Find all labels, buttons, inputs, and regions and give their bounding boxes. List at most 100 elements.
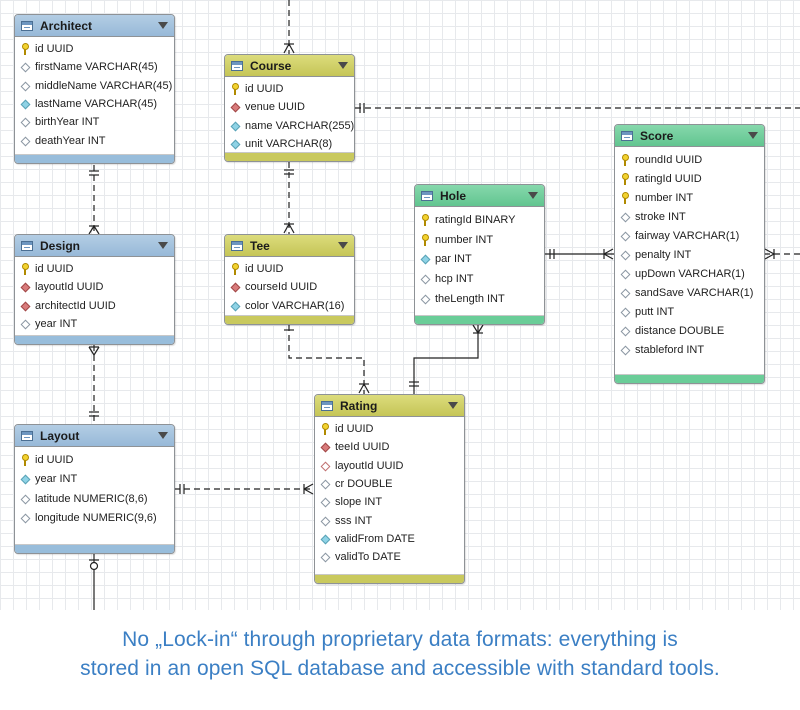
column-row[interactable]: firstName VARCHAR(45)	[15, 58, 174, 76]
column-row[interactable]: slope INT	[315, 493, 464, 511]
column-row[interactable]: unit VARCHAR(8)	[225, 135, 354, 153]
column-row[interactable]: roundId UUID	[615, 150, 764, 169]
column-row[interactable]: deathYear INT	[15, 131, 174, 149]
column-row[interactable]: id UUID	[225, 260, 354, 278]
table-header[interactable]: Layout	[15, 425, 174, 447]
nullable-column-icon	[419, 293, 432, 305]
table-design[interactable]: Design id UUID layoutId UUID architectId…	[14, 234, 175, 345]
table-footer	[15, 154, 174, 163]
column-row[interactable]: venue UUID	[225, 98, 354, 116]
column-row[interactable]: courseId UUID	[225, 278, 354, 296]
nullable-column-icon	[19, 493, 32, 505]
table-icon	[21, 240, 33, 251]
column-row[interactable]: latitude NUMERIC(8,6)	[15, 489, 174, 509]
nullable-column-icon	[319, 478, 332, 490]
column-row[interactable]: validFrom DATE	[315, 530, 464, 548]
column-row[interactable]: sss INT	[315, 511, 464, 529]
column-row[interactable]: lastName VARCHAR(45)	[15, 95, 174, 113]
column-row[interactable]: fairway VARCHAR(1)	[615, 226, 764, 245]
column-row[interactable]: year INT	[15, 315, 174, 333]
table-rating[interactable]: Rating id UUID teeId UUID layoutId UUID …	[314, 394, 465, 584]
column-row[interactable]: year INT	[15, 470, 174, 490]
table-tee[interactable]: Tee id UUID courseId UUID color VARCHAR(…	[224, 234, 355, 325]
column-row[interactable]: hcp INT	[415, 269, 544, 289]
column-row[interactable]: upDown VARCHAR(1)	[615, 265, 764, 284]
table-header[interactable]: Course	[225, 55, 354, 77]
table-layout[interactable]: Layout id UUID year INT latitude NUMERIC…	[14, 424, 175, 554]
column-row[interactable]: layoutId UUID	[315, 457, 464, 475]
column-row[interactable]: id UUID	[15, 40, 174, 58]
table-name: Tee	[250, 238, 270, 253]
column-row[interactable]: id UUID	[225, 80, 354, 98]
collapse-arrow-icon[interactable]	[448, 402, 458, 409]
column-icon	[319, 533, 332, 545]
collapse-arrow-icon[interactable]	[338, 62, 348, 69]
column-row[interactable]: layoutId UUID	[15, 278, 174, 296]
table-header[interactable]: Tee	[225, 235, 354, 257]
collapse-arrow-icon[interactable]	[158, 22, 168, 29]
table-icon	[231, 240, 243, 251]
column-icon	[419, 253, 432, 265]
table-footer	[15, 544, 174, 553]
nullable-column-icon	[19, 135, 32, 147]
column-row[interactable]: putt INT	[615, 303, 764, 322]
nullable-column-icon	[619, 211, 632, 223]
table-course[interactable]: Course id UUID venue UUID name VARCHAR(2…	[224, 54, 355, 162]
relationship-design-layout	[88, 345, 100, 424]
column-row[interactable]: theLength INT	[415, 289, 544, 309]
key-icon	[619, 191, 632, 204]
nullable-column-icon	[19, 512, 32, 524]
column-row[interactable]: par INT	[415, 250, 544, 270]
table-header[interactable]: Score	[615, 125, 764, 147]
column-row[interactable]: cr DOUBLE	[315, 475, 464, 493]
table-header[interactable]: Rating	[315, 395, 464, 417]
column-row[interactable]: ratingId UUID	[615, 169, 764, 188]
column-row[interactable]: id UUID	[15, 260, 174, 278]
column-row[interactable]: color VARCHAR(16)	[225, 297, 354, 315]
column-icon	[229, 300, 242, 312]
column-label: stroke INT	[635, 210, 686, 223]
column-row[interactable]: longitude NUMERIC(9,6)	[15, 509, 174, 529]
table-header[interactable]: Hole	[415, 185, 544, 207]
column-row[interactable]: penalty INT	[615, 245, 764, 264]
column-row[interactable]: ratingId BINARY	[415, 210, 544, 230]
relationship-course-tee	[283, 162, 295, 234]
column-row[interactable]: birthYear INT	[15, 113, 174, 131]
nullable-column-icon	[319, 496, 332, 508]
collapse-arrow-icon[interactable]	[338, 242, 348, 249]
caption-line-1: No „Lock-in“ through proprietary data fo…	[122, 628, 678, 651]
column-label: birthYear INT	[35, 116, 100, 129]
table-header[interactable]: Design	[15, 235, 174, 257]
collapse-arrow-icon[interactable]	[158, 432, 168, 439]
column-row[interactable]: stableford INT	[615, 341, 764, 360]
collapse-arrow-icon[interactable]	[748, 132, 758, 139]
column-row[interactable]: teeId UUID	[315, 438, 464, 456]
column-label: id UUID	[245, 263, 284, 276]
column-row[interactable]: architectId UUID	[15, 297, 174, 315]
column-label: upDown VARCHAR(1)	[635, 268, 745, 281]
collapse-arrow-icon[interactable]	[158, 242, 168, 249]
column-row[interactable]: middleName VARCHAR(45)	[15, 77, 174, 95]
column-label: putt INT	[635, 306, 675, 319]
table-score[interactable]: Score roundId UUID ratingId UUID number …	[614, 124, 765, 384]
table-architect[interactable]: Architect id UUID firstName VARCHAR(45) …	[14, 14, 175, 164]
column-label: stableford INT	[635, 344, 705, 357]
table-header[interactable]: Architect	[15, 15, 174, 37]
nullable-column-icon	[619, 249, 632, 261]
column-row[interactable]: validTo DATE	[315, 548, 464, 566]
column-row[interactable]: stroke INT	[615, 207, 764, 226]
column-row[interactable]: sandSave VARCHAR(1)	[615, 284, 764, 303]
column-icon	[19, 98, 32, 110]
column-label: name VARCHAR(255)	[245, 119, 355, 132]
column-row[interactable]: number INT	[615, 188, 764, 207]
key-icon	[19, 263, 32, 276]
column-row[interactable]: id UUID	[15, 450, 174, 470]
column-row[interactable]: number INT	[415, 230, 544, 250]
table-hole[interactable]: Hole ratingId BINARY number INT par INT …	[414, 184, 545, 325]
column-row[interactable]: id UUID	[315, 420, 464, 438]
column-row[interactable]: name VARCHAR(255)	[225, 117, 354, 135]
table-icon	[21, 20, 33, 31]
collapse-arrow-icon[interactable]	[528, 192, 538, 199]
column-label: par INT	[435, 253, 472, 266]
column-row[interactable]: distance DOUBLE	[615, 322, 764, 341]
